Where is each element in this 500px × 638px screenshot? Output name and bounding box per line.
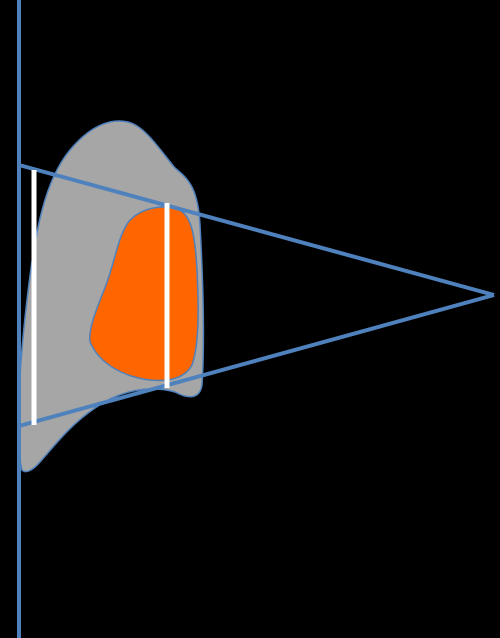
diagram-canvas [0, 0, 500, 638]
diagram-svg [0, 0, 500, 638]
